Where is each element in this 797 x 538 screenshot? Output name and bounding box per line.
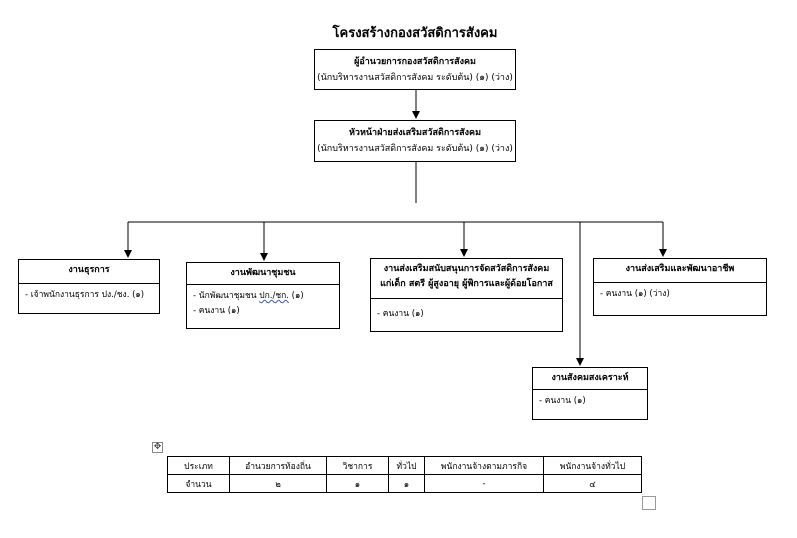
unit-welfare-title: งานส่งเสริมสนับสนุนการจัดสวัสดิการสังคม … (371, 259, 562, 299)
section-head-box: หัวหน้าฝ่ายส่งเสริมสวัสดิการสังคม (นักบร… (314, 120, 516, 162)
unit-welfare-title-line1: งานส่งเสริมสนับสนุนการจัดสวัสดิการสังคม (383, 264, 550, 274)
move-icon[interactable]: ✥ (152, 442, 163, 453)
unit-community-item-suffix: (๑) (288, 291, 304, 301)
table-cell: ๒ (229, 474, 327, 493)
table-cell: วิชาการ (326, 456, 389, 475)
table-cell: ประเภท (167, 456, 230, 475)
unit-general-title: งานธุรการ (19, 260, 159, 284)
unit-relief-title: งานสังคมสงเคราะห์ (533, 368, 647, 390)
unit-welfare-box: งานส่งเสริมสนับสนุนการจัดสวัสดิการสังคม … (370, 258, 563, 332)
unit-career-title: งานส่งเสริมและพัฒนาอาชีพ (594, 259, 766, 283)
table-cell: อำนวยการท้องถิ่น (229, 456, 327, 475)
unit-community-item: - นักพัฒนาชุมชน ปก./ชก. (๑) (193, 289, 333, 304)
unit-community-item-prefix: - นักพัฒนาชุมชน (193, 291, 260, 301)
unit-community-item-underlined: ปก./ชก. (259, 291, 289, 301)
unit-career-item: - คนงาน (๑) (ว่าง) (600, 289, 670, 299)
unit-community-box: งานพัฒนาชุมชน - นักพัฒนาชุมชน ปก./ชก. (๑… (186, 262, 340, 329)
resize-handle-icon[interactable] (642, 496, 656, 510)
director-title: ผู้อำนวยการกองสวัสดิการสังคม (354, 57, 476, 67)
summary-table: ประเภท อำนวยการท้องถิ่น วิชาการ ทั่วไป พ… (167, 456, 642, 493)
unit-general-box: งานธุรการ - เจ้าพนักงานธุรการ ปง./ชง. (๑… (18, 259, 160, 314)
table-cell: ๑ (388, 474, 425, 493)
unit-community-item: - คนงาน (๑) (193, 306, 240, 316)
unit-welfare-title-line2: แก่เด็ก สตรี ผู้สูงอายุ ผู้พิการและผู้ด้… (380, 279, 553, 289)
table-cell: - (424, 474, 544, 493)
director-subtitle: (นักบริหารงานสวัสดิการสังคม ระดับต้น) (๑… (317, 73, 513, 83)
unit-community-items: - นักพัฒนาชุมชน ปก./ชก. (๑) - คนงาน (๑) (187, 285, 339, 323)
unit-welfare-item: - คนงาน (๑) (377, 309, 424, 319)
table-cell: จำนวน (167, 474, 230, 493)
unit-relief-box: งานสังคมสงเคราะห์ - คนงาน (๑) (532, 367, 648, 420)
unit-community-title: งานพัฒนาชุมชน (187, 263, 339, 285)
director-box: ผู้อำนวยการกองสวัสดิการสังคม (นักบริหารง… (314, 49, 516, 90)
unit-relief-item: - คนงาน (๑) (539, 396, 586, 406)
table-cell: ทั่วไป (388, 456, 425, 475)
unit-career-box: งานส่งเสริมและพัฒนาอาชีพ - คนงาน (๑) (ว่… (593, 258, 767, 316)
table-cell: ๑ (326, 474, 389, 493)
page-title: โครงสร้างกองสวัสดิการสังคม (332, 26, 498, 41)
table-cell: ๔ (543, 474, 642, 493)
table-cell: พนักงานจ้างทั่วไป (543, 456, 642, 475)
section-head-title: หัวหน้าฝ่ายส่งเสริมสวัสดิการสังคม (348, 128, 481, 138)
section-head-subtitle: (นักบริหารงานสวัสดิการสังคม ระดับต้น) (๑… (317, 144, 513, 154)
table-row: จำนวน ๒ ๑ ๑ - ๔ (167, 474, 642, 493)
unit-general-item: - เจ้าพนักงานธุรการ ปง./ชง. (๑) (25, 290, 145, 300)
table-cell: พนักงานจ้างตามภารกิจ (424, 456, 544, 475)
table-row: ประเภท อำนวยการท้องถิ่น วิชาการ ทั่วไป พ… (167, 456, 642, 475)
